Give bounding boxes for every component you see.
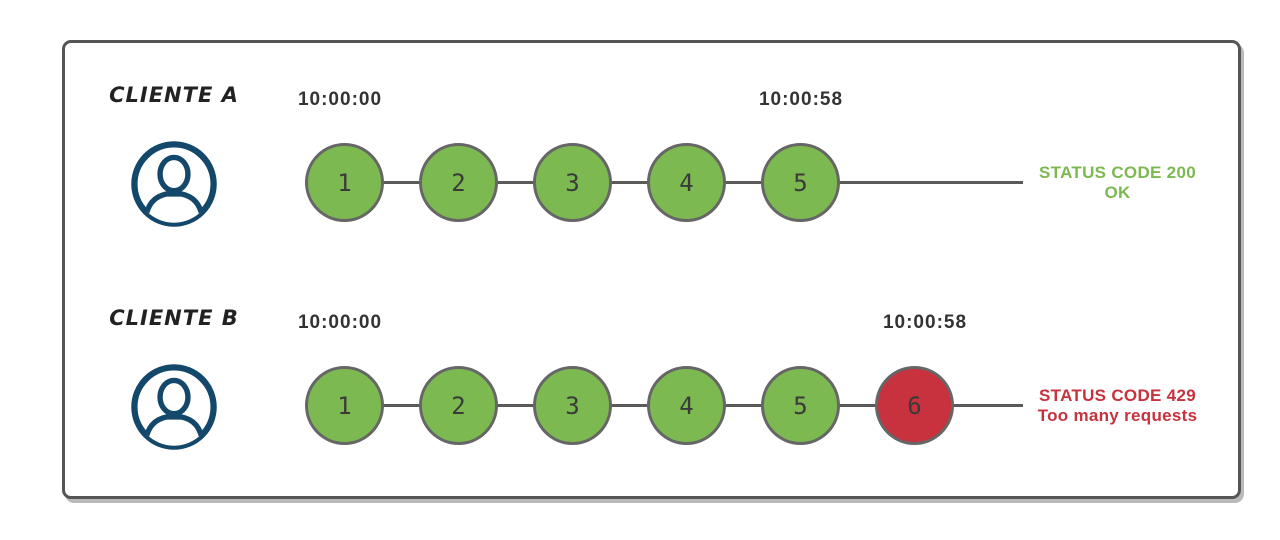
request-circle-4: 4 bbox=[647, 143, 726, 222]
status-message-line: OK bbox=[1104, 183, 1131, 202]
status-code-line: STATUS CODE 200 bbox=[1039, 162, 1196, 182]
request-circle-6: 6 bbox=[875, 366, 954, 445]
status-message-line: Too many requests bbox=[1037, 406, 1198, 425]
status-code-line: STATUS CODE 429 bbox=[1039, 385, 1196, 405]
status-text: STATUS CODE 429 Too many requests bbox=[1015, 386, 1220, 426]
user-avatar-icon bbox=[131, 141, 217, 227]
request-circle-2: 2 bbox=[419, 143, 498, 222]
request-circle-3: 3 bbox=[533, 143, 612, 222]
start-timestamp: 10:00:00 bbox=[297, 89, 383, 110]
request-circle-5: 5 bbox=[761, 143, 840, 222]
end-timestamp: 10:00:58 bbox=[758, 89, 844, 110]
request-circle-2: 2 bbox=[419, 366, 498, 445]
request-circle-4: 4 bbox=[647, 366, 726, 445]
start-timestamp: 10:00:00 bbox=[297, 312, 383, 333]
client-label: CLIENTE B bbox=[109, 306, 239, 330]
request-circle-3: 3 bbox=[533, 366, 612, 445]
end-timestamp: 10:00:58 bbox=[882, 312, 968, 333]
request-circle-1: 1 bbox=[305, 143, 384, 222]
request-circle-5: 5 bbox=[761, 366, 840, 445]
client-label: CLIENTE A bbox=[109, 83, 239, 107]
request-circle-1: 1 bbox=[305, 366, 384, 445]
status-text: STATUS CODE 200 OK bbox=[1015, 163, 1220, 203]
user-avatar-icon bbox=[131, 364, 217, 450]
